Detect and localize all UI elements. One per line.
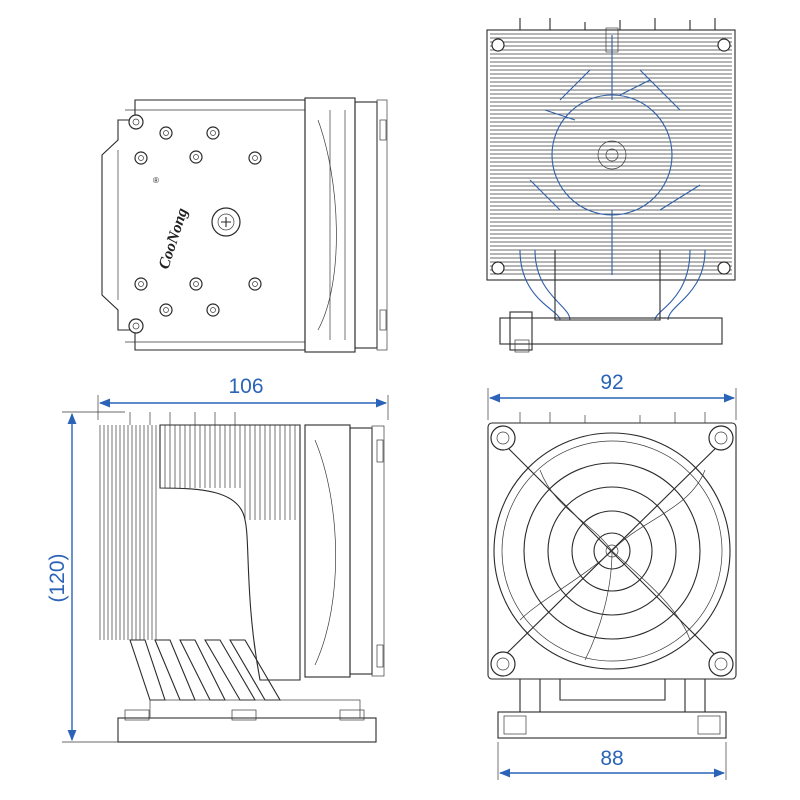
dimension-label-92: 92 [600,371,623,394]
side-view [486,18,736,353]
heatsink-fins [490,33,732,275]
front-view [99,412,385,743]
center-screw-icon [211,207,241,237]
heatpipe-icon [519,249,706,321]
screw-icon [491,38,731,275]
fan-front-view [487,412,737,739]
screw-icon [128,114,262,334]
brand-logo: CooNong [156,206,192,271]
dimension-width-front: 92 [487,371,737,420]
registered-mark: ® [153,176,159,185]
dimension-width-base: 88 [497,742,727,780]
dimension-label-88: 88 [600,747,623,770]
heatpipe-icon [129,639,281,701]
svg-text:CooNong: CooNong [156,206,192,271]
top-view: CooNong ® [101,97,388,353]
screw-icon [490,425,734,677]
fan-icon [499,439,725,661]
heatsink-fins [99,425,296,640]
dimension-label-106: 106 [228,375,263,398]
dimension-height: (120) [46,411,125,743]
dimension-width-side: 106 [97,375,389,420]
dimension-label-120: (120) [46,553,69,602]
